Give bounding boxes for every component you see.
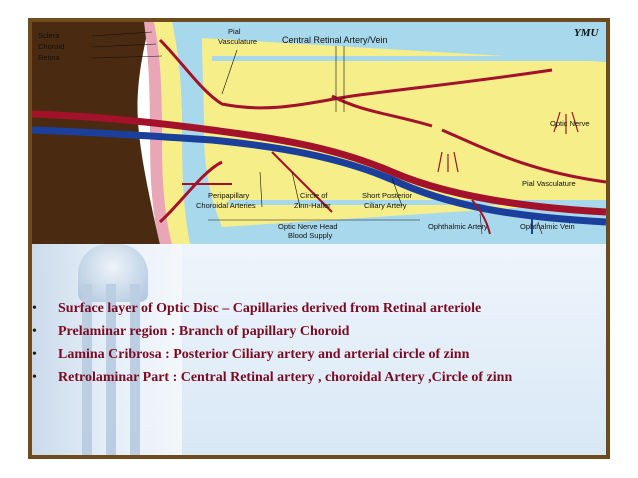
label-pial-vasculature-top-2: Vasculature [218,37,257,46]
bullet-list: • Surface layer of Optic Disc – Capillari… [32,300,606,392]
label-central-retinal-artery-vein: Central Retinal Artery/Vein [282,35,388,45]
bullet-text: Lamina Cribrosa : Posterior Ciliary arte… [58,347,470,362]
bullet-dot: • [32,324,37,339]
bullet-dot: • [32,301,37,316]
label-circle-zinn-2: Zinn-Haller [294,201,331,210]
label-pial-vasculature-right: Pial Vasculature [522,179,576,188]
label-peripapillary-1: Peripapillary [208,191,250,200]
label-optic-nerve-head-1: Optic Nerve Head [278,222,338,231]
pillar-background-image [32,244,182,455]
bullet-item: • Retrolaminar Part : Central Retinal art… [32,369,606,386]
label-sclera: Sclera [38,31,60,40]
label-choroid: Choroid [38,42,64,51]
bullet-text: Prelaminar region : Branch of papillary … [58,324,350,339]
label-short-posterior-2: Ciliary Artery [364,201,407,210]
bullet-text: Surface layer of Optic Disc – Capillarie… [58,301,482,316]
label-circle-zinn-1: Circle of [300,191,328,200]
label-pial-vasculature-top-1: Pial [228,27,241,36]
label-optic-nerve: Optic Nerve [550,119,590,128]
label-peripapillary-2: Choroidal Arteries [196,201,256,210]
bullet-dot: • [32,370,37,385]
label-ophthalmic-artery: Ophthalmic Artery [428,222,488,231]
label-ophthalmic-vein: Ophthalmic Vein [520,222,575,231]
slide-content: Sclera Choroid Retina Pial Vasculature C… [32,22,606,455]
bullet-text: Retrolaminar Part : Central Retinal arte… [58,370,513,385]
label-short-posterior-1: Short Posterior [362,191,413,200]
bullet-item: • Surface layer of Optic Disc – Capillari… [32,300,606,317]
bullet-item: • Prelaminar region : Branch of papillary… [32,323,606,340]
label-optic-nerve-head-2: Blood Supply [288,231,332,240]
label-retina: Retina [38,53,61,62]
optic-nerve-blood-supply-diagram: Sclera Choroid Retina Pial Vasculature C… [32,22,606,244]
logo: YMU [574,27,600,39]
bullet-dot: • [32,347,37,362]
bullet-item: • Lamina Cribrosa : Posterior Ciliary art… [32,346,606,363]
